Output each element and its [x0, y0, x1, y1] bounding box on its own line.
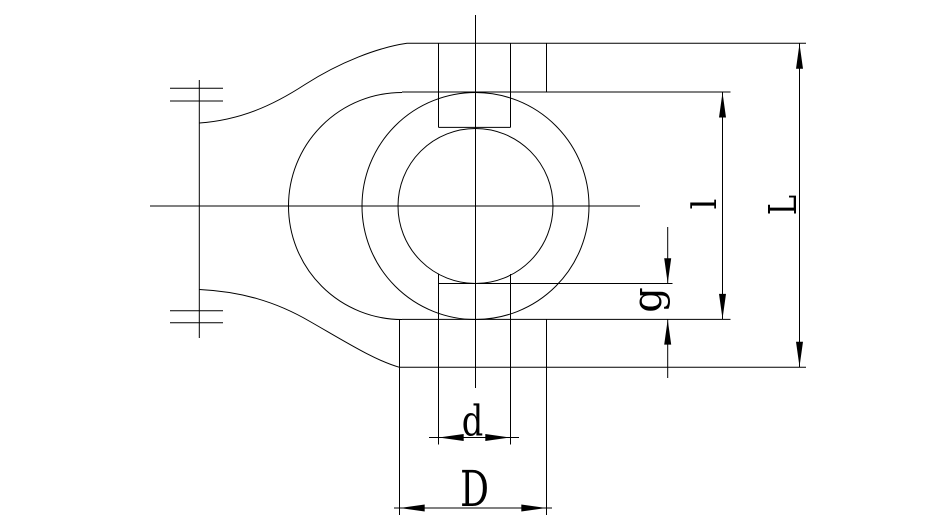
arrow-left-icon — [399, 504, 425, 512]
arrow-down-icon — [719, 293, 726, 319]
shaft-bottom-outline — [199, 289, 806, 368]
arrow-down-icon — [796, 341, 803, 367]
dimension-labels: L l g d D — [460, 195, 806, 519]
label-flange-diameter-D: D — [460, 461, 489, 518]
arrow-left-icon — [438, 434, 464, 441]
head-outline-arc — [287, 92, 403, 320]
label-overall-height-L: L — [762, 195, 806, 215]
dimension-arrows — [399, 43, 803, 512]
arrow-up-icon — [796, 43, 803, 69]
arrow-right-icon — [485, 434, 511, 441]
arrow-up-icon — [664, 319, 672, 345]
label-inner-height-l: l — [685, 199, 725, 210]
label-boss-gap-g: g — [625, 287, 671, 313]
label-pin-diameter-d: d — [462, 397, 484, 446]
arrow-up-icon — [719, 92, 726, 118]
arrow-right-icon — [521, 504, 547, 512]
shaft-top-outline — [199, 42, 806, 124]
arrow-down-icon — [664, 258, 672, 284]
